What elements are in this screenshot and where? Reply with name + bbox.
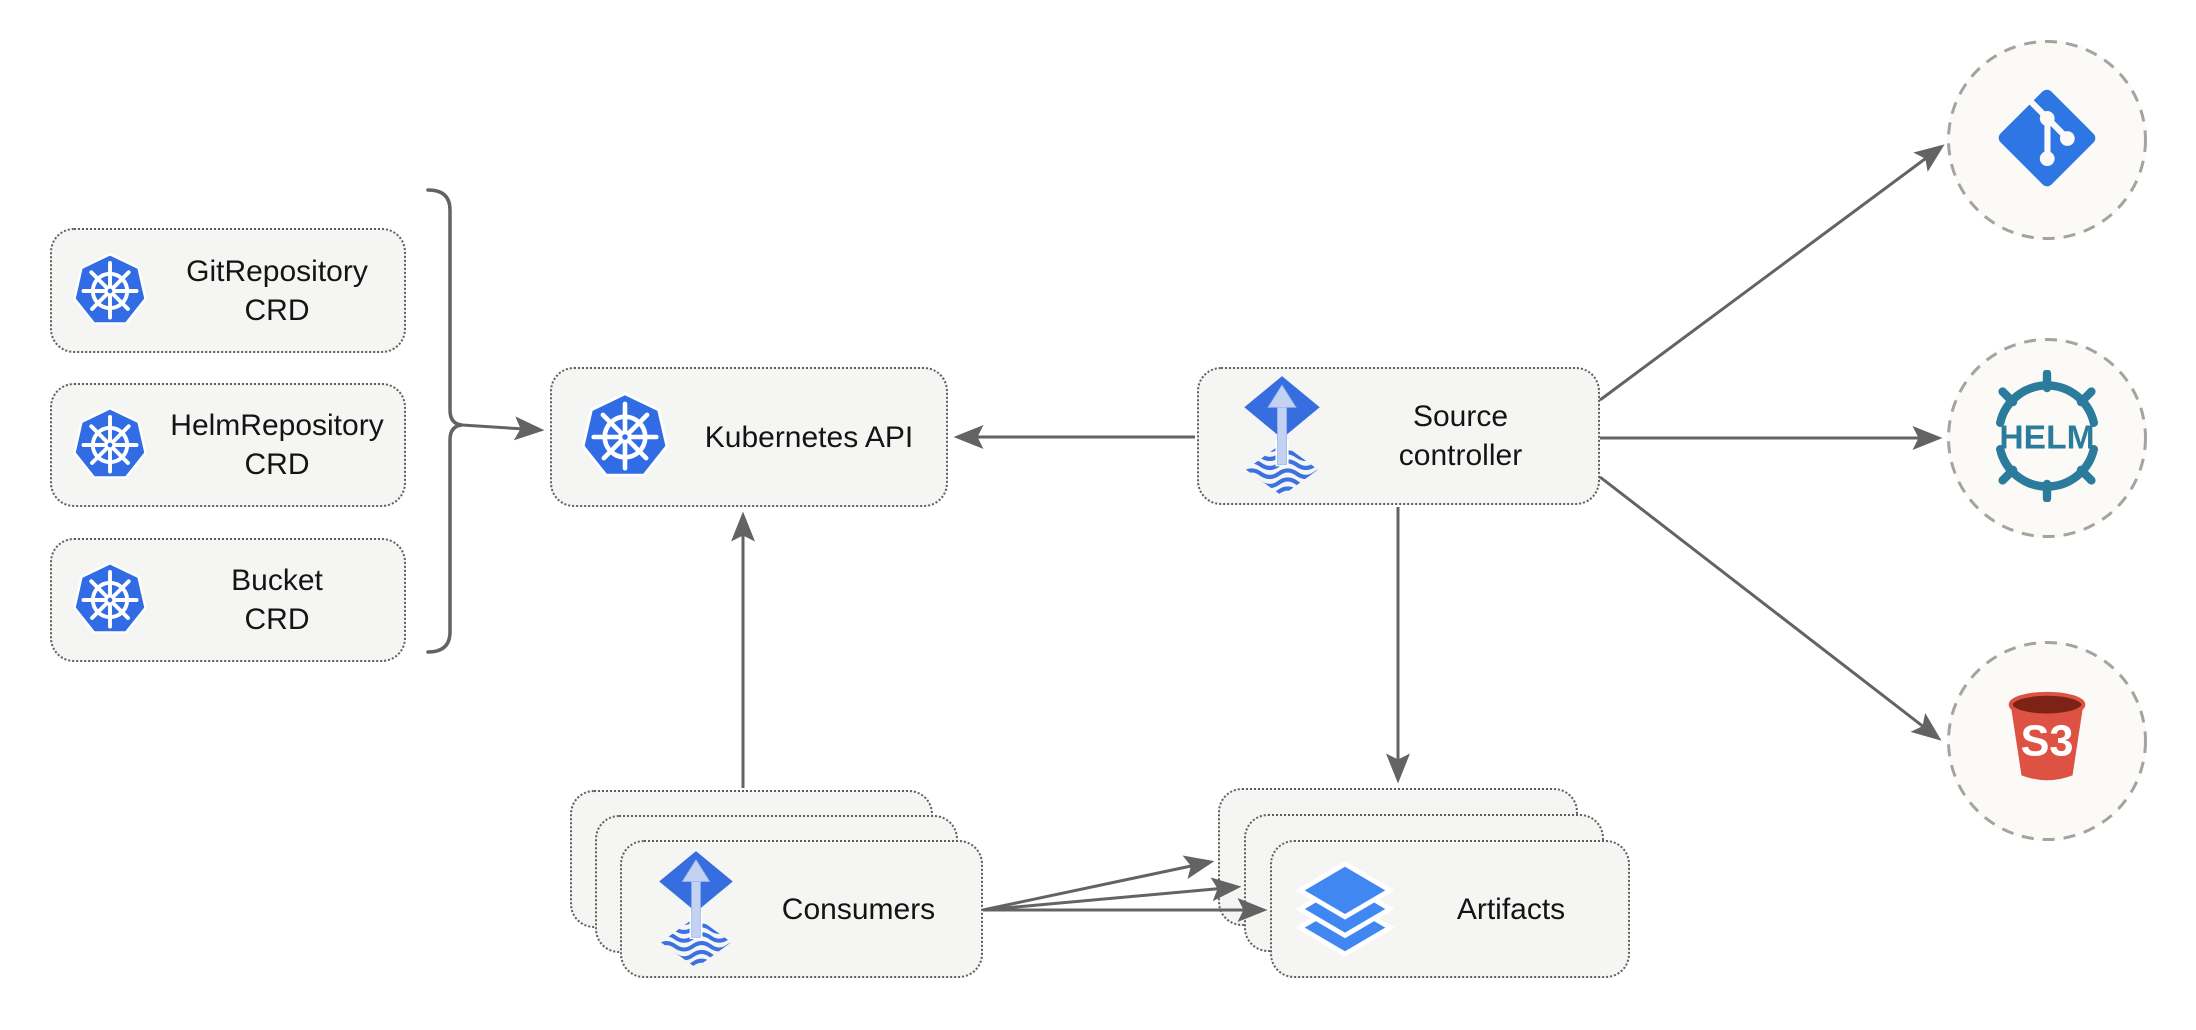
node-artifacts: Artifacts xyxy=(1270,840,1630,978)
s3-icon: S3 xyxy=(1991,685,2103,798)
kubernetes-icon xyxy=(70,252,150,330)
node-source-controller: Source controller xyxy=(1197,367,1600,505)
node-label-line2: CRD xyxy=(244,293,310,327)
kubernetes-icon xyxy=(70,561,150,639)
endpoint-helm: HELM xyxy=(1947,338,2147,538)
node-label: Consumers xyxy=(781,892,936,926)
node-label-line2: CRD xyxy=(244,448,310,481)
kubernetes-icon xyxy=(578,391,672,483)
node-label-line2: controller xyxy=(1398,439,1523,472)
node-label-line1: HelmRepository xyxy=(170,409,384,442)
kubernetes-icon xyxy=(70,406,150,484)
node-kubernetes-api: Kubernetes API xyxy=(550,367,948,507)
node-label: Source controller xyxy=(1323,397,1598,475)
flux-icon xyxy=(656,849,736,970)
flux-icon xyxy=(1241,374,1323,498)
git-icon xyxy=(1996,87,2098,194)
node-label: Kubernetes API xyxy=(704,420,914,454)
node-gitrepository-crd: GitRepository CRD xyxy=(50,228,406,353)
node-label-line1: Source xyxy=(1412,400,1509,433)
node-label: Bucket CRD xyxy=(150,561,404,639)
node-helmrepository-crd: HelmRepository CRD xyxy=(50,383,406,507)
endpoint-git xyxy=(1947,40,2147,240)
node-consumers: Consumers xyxy=(620,840,983,978)
node-bucket-crd: Bucket CRD xyxy=(50,538,406,662)
node-label-line1: GitRepository xyxy=(186,254,368,288)
node-label: GitRepository CRD xyxy=(150,252,404,330)
helm-wordmark: HELM xyxy=(1999,419,2094,456)
node-label-line1: Bucket xyxy=(231,564,323,597)
layers-icon xyxy=(1296,860,1394,958)
node-label: HelmRepository CRD xyxy=(150,406,404,484)
s3-wordmark: S3 xyxy=(2021,717,2074,765)
node-label: Artifacts xyxy=(1456,892,1566,926)
endpoint-s3: S3 xyxy=(1947,641,2147,841)
helm-icon: HELM xyxy=(1981,368,2113,507)
node-label-line2: CRD xyxy=(244,603,310,636)
